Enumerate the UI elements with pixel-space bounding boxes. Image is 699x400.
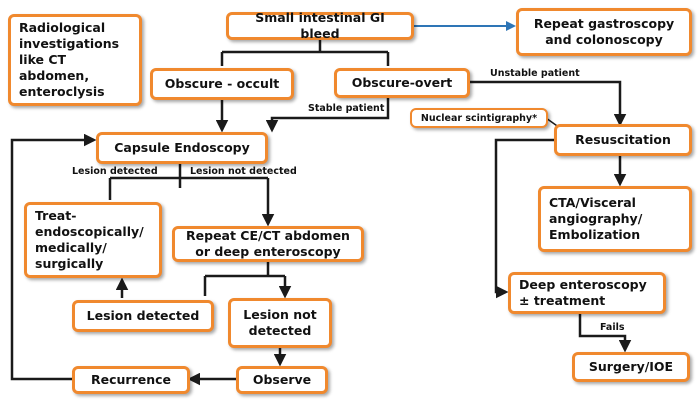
label-lesion-detected: Lesion detected [72, 166, 158, 177]
node-repeat-scopes: Repeat gastroscopy and colonoscopy [516, 8, 692, 56]
edge-resuscitation-to-deep [494, 138, 554, 299]
label-stable-patient: Stable patient [308, 103, 385, 114]
label-fails: Fails [600, 322, 625, 333]
node-deep-enteroscopy: Deep enteroscopy ± treatment [508, 272, 666, 314]
node-repeat-ce: Repeat CE/CT abdomen or deep enteroscopy [172, 226, 364, 262]
node-small-intestinal-gi-bleed: Small intestinal GI bleed [226, 10, 414, 41]
node-resuscitation: Resuscitation [554, 124, 692, 156]
node-lesion-not-detected: Lesion not detected [228, 298, 332, 348]
label-lesion-not-detected: Lesion not detected [190, 166, 297, 177]
node-recurrence: Recurrence [72, 366, 190, 394]
node-obscure-occult: Obscure - occult [150, 68, 294, 100]
edge-recurrence-to-capsule [10, 133, 97, 381]
edge-overt-to-resuscitation [470, 80, 627, 127]
edge-bleed-to-occult-overt [220, 38, 390, 66]
node-obscure-overt: Obscure-overt [334, 68, 470, 98]
node-lesion-detected: Lesion detected [72, 300, 214, 332]
node-nuclear-scintigraphy: Nuclear scintigraphy* [410, 108, 548, 128]
node-cta-angiography: CTA/Visceral angiography/ Embolization [538, 186, 692, 252]
node-observe: Observe [236, 366, 328, 394]
edge-repeatce-to-results [203, 260, 285, 296]
node-radiological-investigations: Radiological investigations like CT abdo… [8, 14, 142, 106]
node-surgery-ioe: Surgery/IOE [572, 352, 690, 382]
node-capsule-endoscopy: Capsule Endoscopy [96, 132, 268, 164]
edge-deep-to-surgery [578, 312, 632, 353]
label-unstable-patient: Unstable patient [490, 68, 580, 79]
node-treat: Treat- endoscopically/ medically/ surgic… [24, 202, 162, 278]
edge-overt-to-capsule [265, 98, 390, 133]
edge-capsule-to-split [108, 164, 268, 224]
